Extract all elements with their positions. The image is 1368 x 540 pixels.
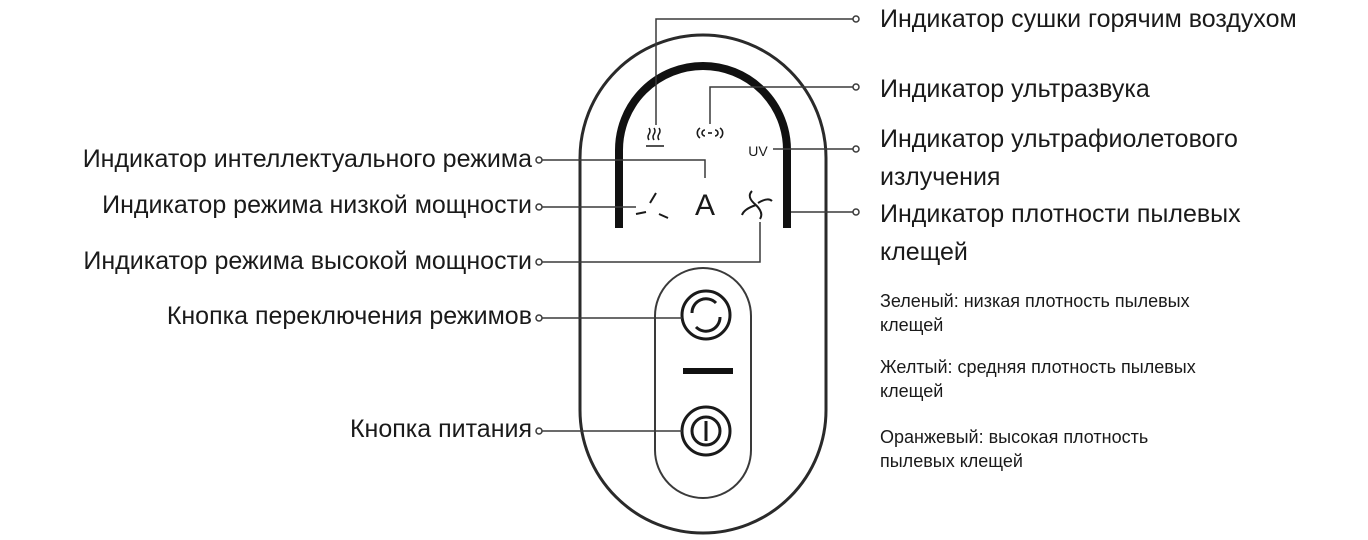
leader-smart bbox=[542, 159, 706, 178]
label-low-power: Индикатор режима низкой мощности bbox=[102, 191, 532, 219]
mite-density-indicator-arc bbox=[615, 62, 791, 228]
auto-mode-indicator-text: A bbox=[695, 189, 715, 222]
hot-air-icon bbox=[646, 127, 664, 147]
ultrasound-icon bbox=[696, 127, 724, 139]
legend-yellow-line1: Желтый: средняя плотность пылевых bbox=[880, 357, 1196, 377]
legend-green-line1: Зеленый: низкая плотность пылевых bbox=[880, 291, 1190, 311]
legend-yellow-line2: клещей bbox=[880, 381, 944, 401]
label-smart-mode: Индикатор интеллектуального режима bbox=[82, 145, 532, 173]
label-power-button: Кнопка питания bbox=[349, 415, 532, 443]
label-hot-air: Индикатор сушки горячим воздухом bbox=[880, 5, 1297, 33]
label-ultrasound: Индикатор ультразвука bbox=[880, 75, 1150, 103]
leader-ultrasound bbox=[709, 86, 853, 124]
mode-switch-button[interactable] bbox=[680, 289, 732, 341]
label-mode-button: Кнопка переключения режимов bbox=[166, 302, 532, 330]
label-uv-line1: Индикатор ультрафиолетового bbox=[880, 125, 1238, 153]
label-mite-line2: клещей bbox=[880, 238, 968, 266]
label-mite-line1: Индикатор плотности пылевых bbox=[880, 200, 1241, 228]
label-uv-line2: излучения bbox=[880, 163, 1001, 191]
device-outline bbox=[578, 33, 828, 535]
legend-green-line2: клещей bbox=[880, 315, 944, 335]
fan-low-icon bbox=[635, 192, 669, 219]
legend-orange-line2: пылевых клещей bbox=[880, 451, 1023, 471]
legend-orange-line1: Оранжевый: высокая плотность bbox=[880, 427, 1149, 447]
uv-indicator-text: UV bbox=[748, 143, 768, 159]
leader-high-power bbox=[542, 222, 761, 263]
power-button[interactable] bbox=[680, 405, 732, 457]
power-icon bbox=[690, 415, 722, 447]
mode-switch-button-ring bbox=[680, 289, 732, 341]
label-high-power: Индикатор режима высокой мощности bbox=[83, 247, 532, 275]
fan-high-icon bbox=[741, 190, 773, 220]
refresh-icon bbox=[690, 297, 722, 333]
leader-lines bbox=[535, 15, 860, 435]
button-panel bbox=[654, 267, 752, 499]
leader-hot-air bbox=[655, 18, 853, 125]
